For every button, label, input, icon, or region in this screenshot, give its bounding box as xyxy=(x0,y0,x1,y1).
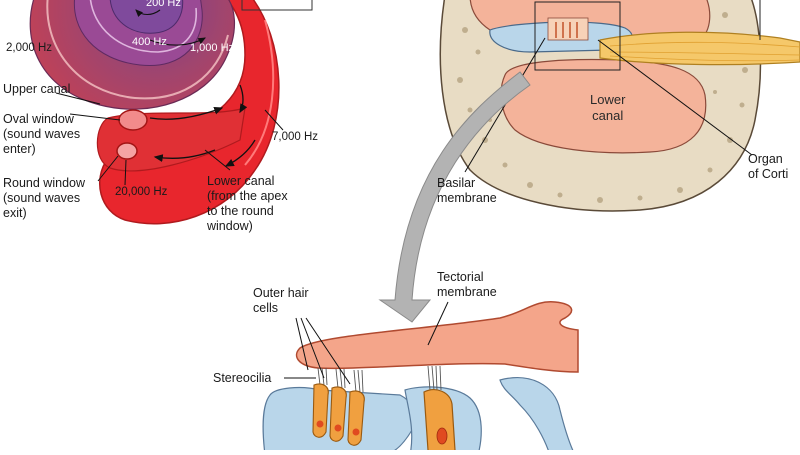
lower-canal-line-2: (from the apex xyxy=(207,189,288,203)
round-window-line-3: exit) xyxy=(3,206,27,220)
zoom-box-spiral xyxy=(241,0,313,11)
corti-detail xyxy=(262,301,579,455)
organ-of-corti-label: Organ of Corti xyxy=(748,152,788,182)
freq-200-label: 200 Hz xyxy=(146,0,181,9)
round-window-line-1: Round window xyxy=(3,176,85,190)
basilar-line-1: Basilar xyxy=(437,176,476,190)
section-lower-line-2: canal xyxy=(592,108,624,123)
oval-window-line-3: enter) xyxy=(3,142,36,156)
spiral-apex xyxy=(109,0,184,34)
upper-canal-label: Upper canal xyxy=(3,82,71,96)
oval-window-label: Oval window (sound waves enter) xyxy=(3,112,80,157)
oval-window-line-1: Oval window xyxy=(3,112,74,126)
outer-hair-cell-shapes xyxy=(312,383,365,446)
corti-line-1: Organ xyxy=(748,152,783,166)
hair-cell-nuclei xyxy=(316,420,360,436)
lower-canal-line-4: window) xyxy=(207,219,253,233)
outer-hair-cells-label: Outer hair cells xyxy=(253,286,309,316)
lower-canal-section-label: Lower canal xyxy=(590,92,625,124)
bone-texture xyxy=(457,7,748,203)
lower-canal-line-1: Lower canal xyxy=(207,174,275,188)
detail-leaders xyxy=(284,301,449,385)
round-window xyxy=(116,142,138,160)
spiral-leaders xyxy=(55,92,284,186)
round-window-line-2: (sound waves xyxy=(3,191,81,205)
oval-window-line-2: (sound waves xyxy=(3,127,81,141)
section-lower-line-1: Lower xyxy=(590,92,626,107)
tectorial-membrane xyxy=(295,301,579,373)
basilar-line-2: membrane xyxy=(437,191,497,205)
blue-limbus xyxy=(499,377,576,455)
freq-400-label: 400 Hz xyxy=(132,36,167,48)
round-window-label: Round window (sound waves exit) xyxy=(3,176,85,221)
freq-2000-label: 2,000 Hz xyxy=(6,42,53,54)
lower-canal-line-3: to the round xyxy=(207,204,274,218)
outer-hair-line-2: cells xyxy=(253,301,279,315)
basilar-membrane-label: Basilar membrane xyxy=(437,176,497,206)
freq-20000-label: 20,000 Hz xyxy=(115,186,168,198)
tectorial-line-2: membrane xyxy=(437,285,497,299)
oval-window xyxy=(118,109,148,131)
freq-7000-label: 7,000 Hz xyxy=(272,131,319,143)
tectorial-membrane-label: Tectorial membrane xyxy=(437,270,497,300)
stereocilia-label: Stereocilia xyxy=(213,371,272,385)
lower-canal-spiral-label: Lower canal (from the apex to the round … xyxy=(207,174,288,234)
cochlear-nerve xyxy=(599,31,800,66)
organ-of-corti-small xyxy=(547,17,589,41)
outer-hair-line-1: Outer hair xyxy=(253,286,309,300)
corti-line-2: of Corti xyxy=(748,167,789,181)
zoom-box-corti xyxy=(534,1,621,71)
freq-1000-label: 1,000 Hz xyxy=(190,42,235,54)
zoom-arrow xyxy=(378,71,531,323)
tectorial-line-1: Tectorial xyxy=(437,270,484,284)
